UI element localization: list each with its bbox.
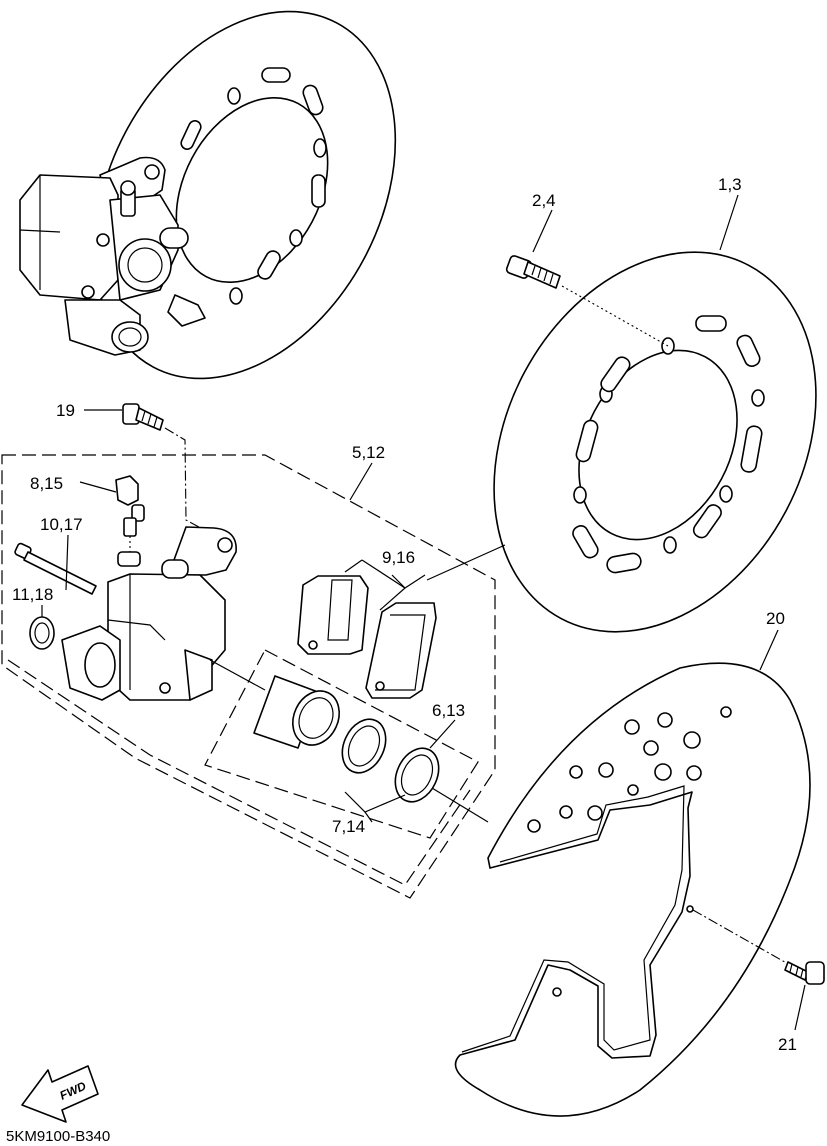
callout-6-13: 6,13	[432, 701, 465, 720]
callout-2-4: 2,4	[532, 191, 556, 210]
callout-8-15: 8,15	[30, 474, 63, 493]
callout-20: 20	[766, 609, 785, 628]
callout-5-12: 5,12	[352, 443, 385, 462]
pin-boot	[29, 616, 55, 650]
dust-seal	[341, 718, 387, 774]
guard-bolt	[784, 961, 825, 985]
callout-7-14: 7,14	[332, 817, 365, 836]
caliper-piston	[253, 675, 340, 749]
assembled-caliper	[19, 156, 206, 356]
brake-pads	[297, 575, 437, 699]
callout-11-18: 11,18	[12, 585, 53, 604]
drawing-code: 5KM9100-B340	[6, 1128, 110, 1145]
callout-9-16: 9,16	[382, 548, 415, 567]
callout-21: 21	[778, 1035, 797, 1054]
callout-19: 19	[56, 401, 75, 420]
caliper-assembly-box	[1, 454, 496, 899]
caliper-pin	[14, 542, 97, 595]
fwd-arrow-icon: FWD	[21, 1065, 99, 1123]
brake-disc	[493, 251, 817, 633]
caliper-bolt	[122, 403, 164, 431]
callout-1-3: 1,3	[718, 175, 742, 194]
bleeder-cap	[117, 551, 141, 567]
caliper-assembly-box-inner	[7, 659, 471, 886]
piston-kit-box	[204, 649, 479, 839]
caliper-body	[61, 526, 237, 701]
callout-10-17: 10,17	[40, 515, 83, 534]
assembled-brake-disc	[93, 10, 397, 380]
bleeder-screw	[115, 475, 145, 537]
piston-seal	[394, 747, 440, 803]
disc-bolt	[505, 255, 561, 289]
disc-guard	[454, 662, 811, 1117]
